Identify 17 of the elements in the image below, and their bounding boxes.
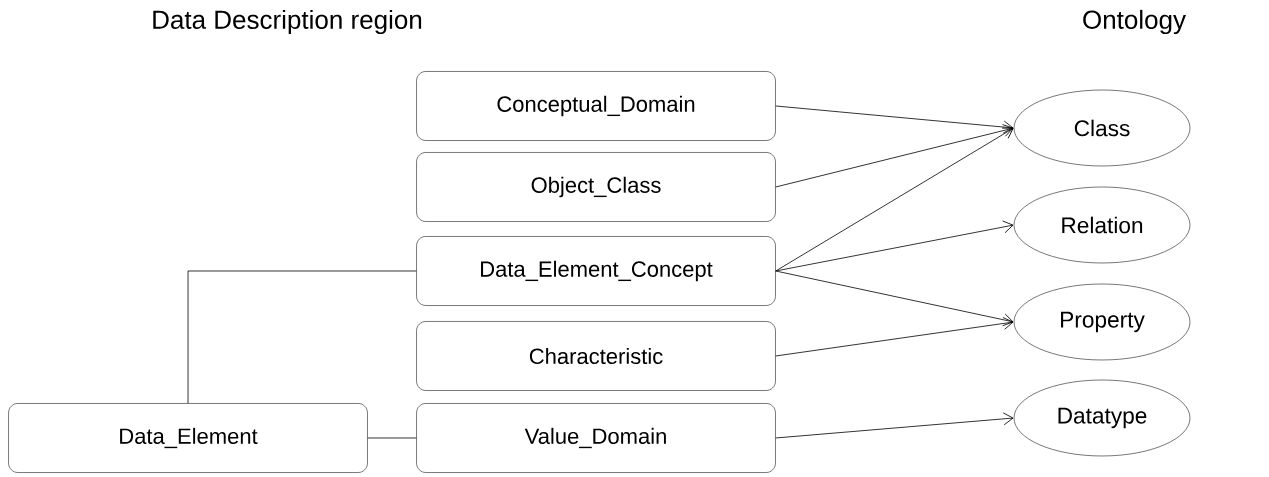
concept-box: Data_Element — [8, 403, 368, 473]
region-heading: Data Description region — [153, 9, 422, 35]
concept-box: Data_Element_Concept — [416, 236, 776, 306]
region-heading: Ontology — [1083, 9, 1186, 35]
concept-box: Object_Class — [416, 152, 776, 222]
concept-box: Characteristic — [416, 321, 776, 391]
arrow — [775, 270, 1014, 327]
concept-box: Conceptual_Domain — [416, 71, 776, 141]
arrow — [775, 105, 1014, 134]
arrow — [775, 317, 1014, 357]
arrow — [775, 124, 1014, 188]
connector-line — [367, 437, 417, 439]
arrow — [775, 127, 1014, 272]
arrow — [775, 220, 1014, 272]
arrow — [775, 412, 1014, 439]
connector-line — [187, 270, 417, 404]
concept-box: Value_Domain — [416, 403, 776, 473]
